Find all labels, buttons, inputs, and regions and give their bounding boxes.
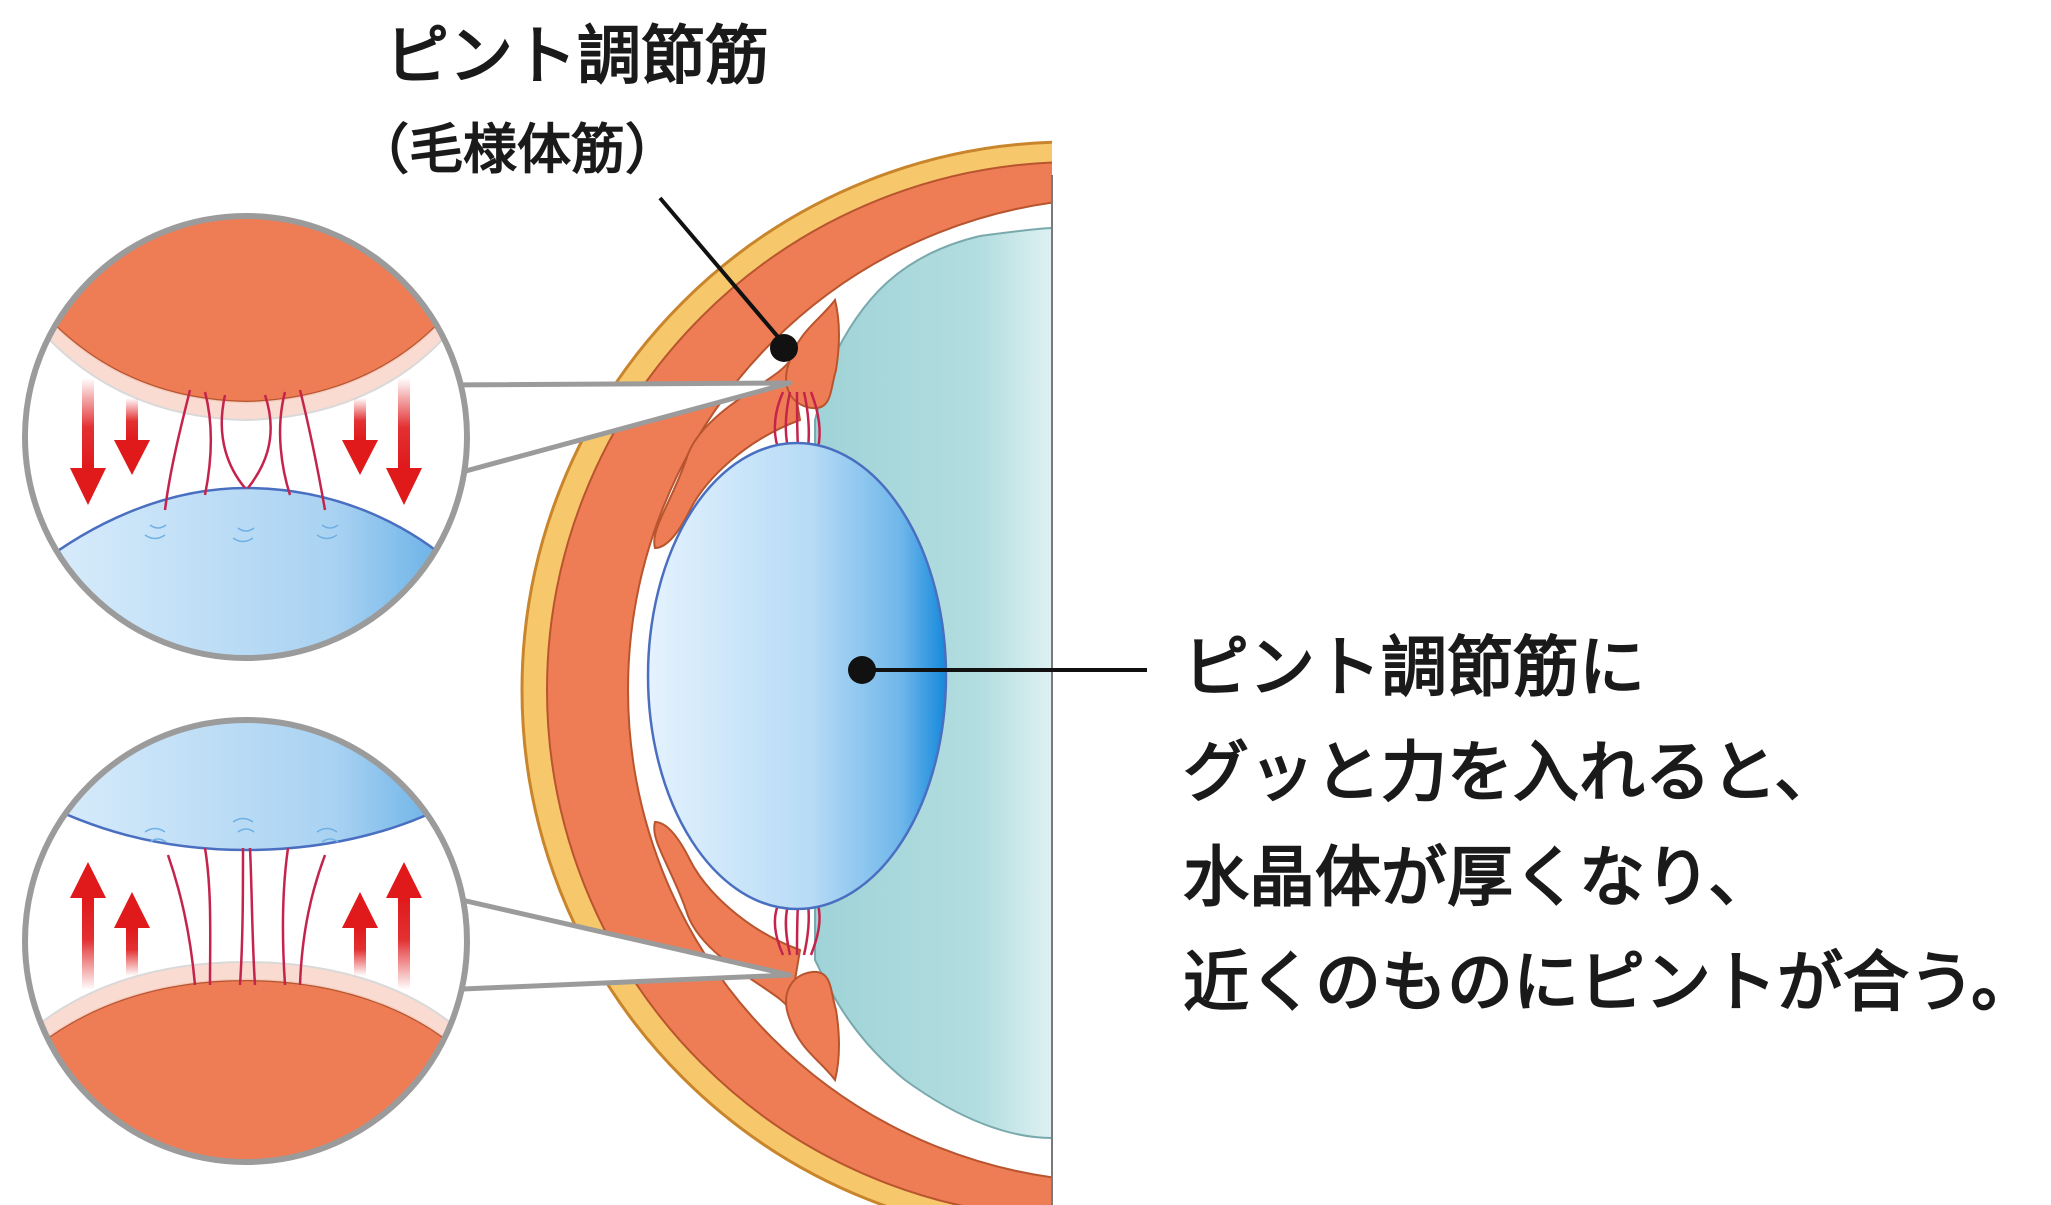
description-line-2: グッと力を入れると、	[1183, 734, 1840, 811]
muscle-sheath-top	[25, 285, 467, 420]
description-text: ピント調節筋に グッと力を入れると、 水晶体が厚くなり、 近くのものにピントが合…	[1183, 629, 2037, 1021]
pointer-lens	[848, 656, 1147, 684]
arrows-upward	[70, 862, 422, 990]
muscle-subtitle: （毛様体筋）	[355, 118, 679, 181]
description-line-4: 近くのものにピントが合う。	[1183, 944, 2037, 1021]
ciliary-body-lower	[785, 970, 840, 1083]
arrows-downward	[70, 378, 422, 505]
crystalline-lens	[646, 441, 948, 911]
ripple-marks-bottom	[144, 817, 339, 843]
muscle-title: ピント調節筋	[385, 20, 769, 94]
description-line-1: ピント調節筋に	[1183, 629, 1645, 706]
eye-cross-section	[520, 140, 1052, 1205]
magnified-view-bottom	[22, 717, 470, 1165]
magnified-view-top	[22, 213, 470, 661]
muscle-sheath-bottom	[25, 962, 467, 1060]
ciliary-muscle-magnified-bottom	[25, 978, 467, 1162]
iris-upper	[653, 356, 802, 550]
description-line-3: 水晶体が厚くなり、	[1183, 839, 1774, 916]
zonule-fibers-magnified-top	[163, 389, 327, 511]
pointer-ciliary-muscle	[658, 196, 798, 362]
ciliary-body-upper	[785, 297, 840, 410]
zonule-fibers-magnified-bottom	[166, 847, 327, 986]
ripple-marks-top	[144, 524, 339, 543]
